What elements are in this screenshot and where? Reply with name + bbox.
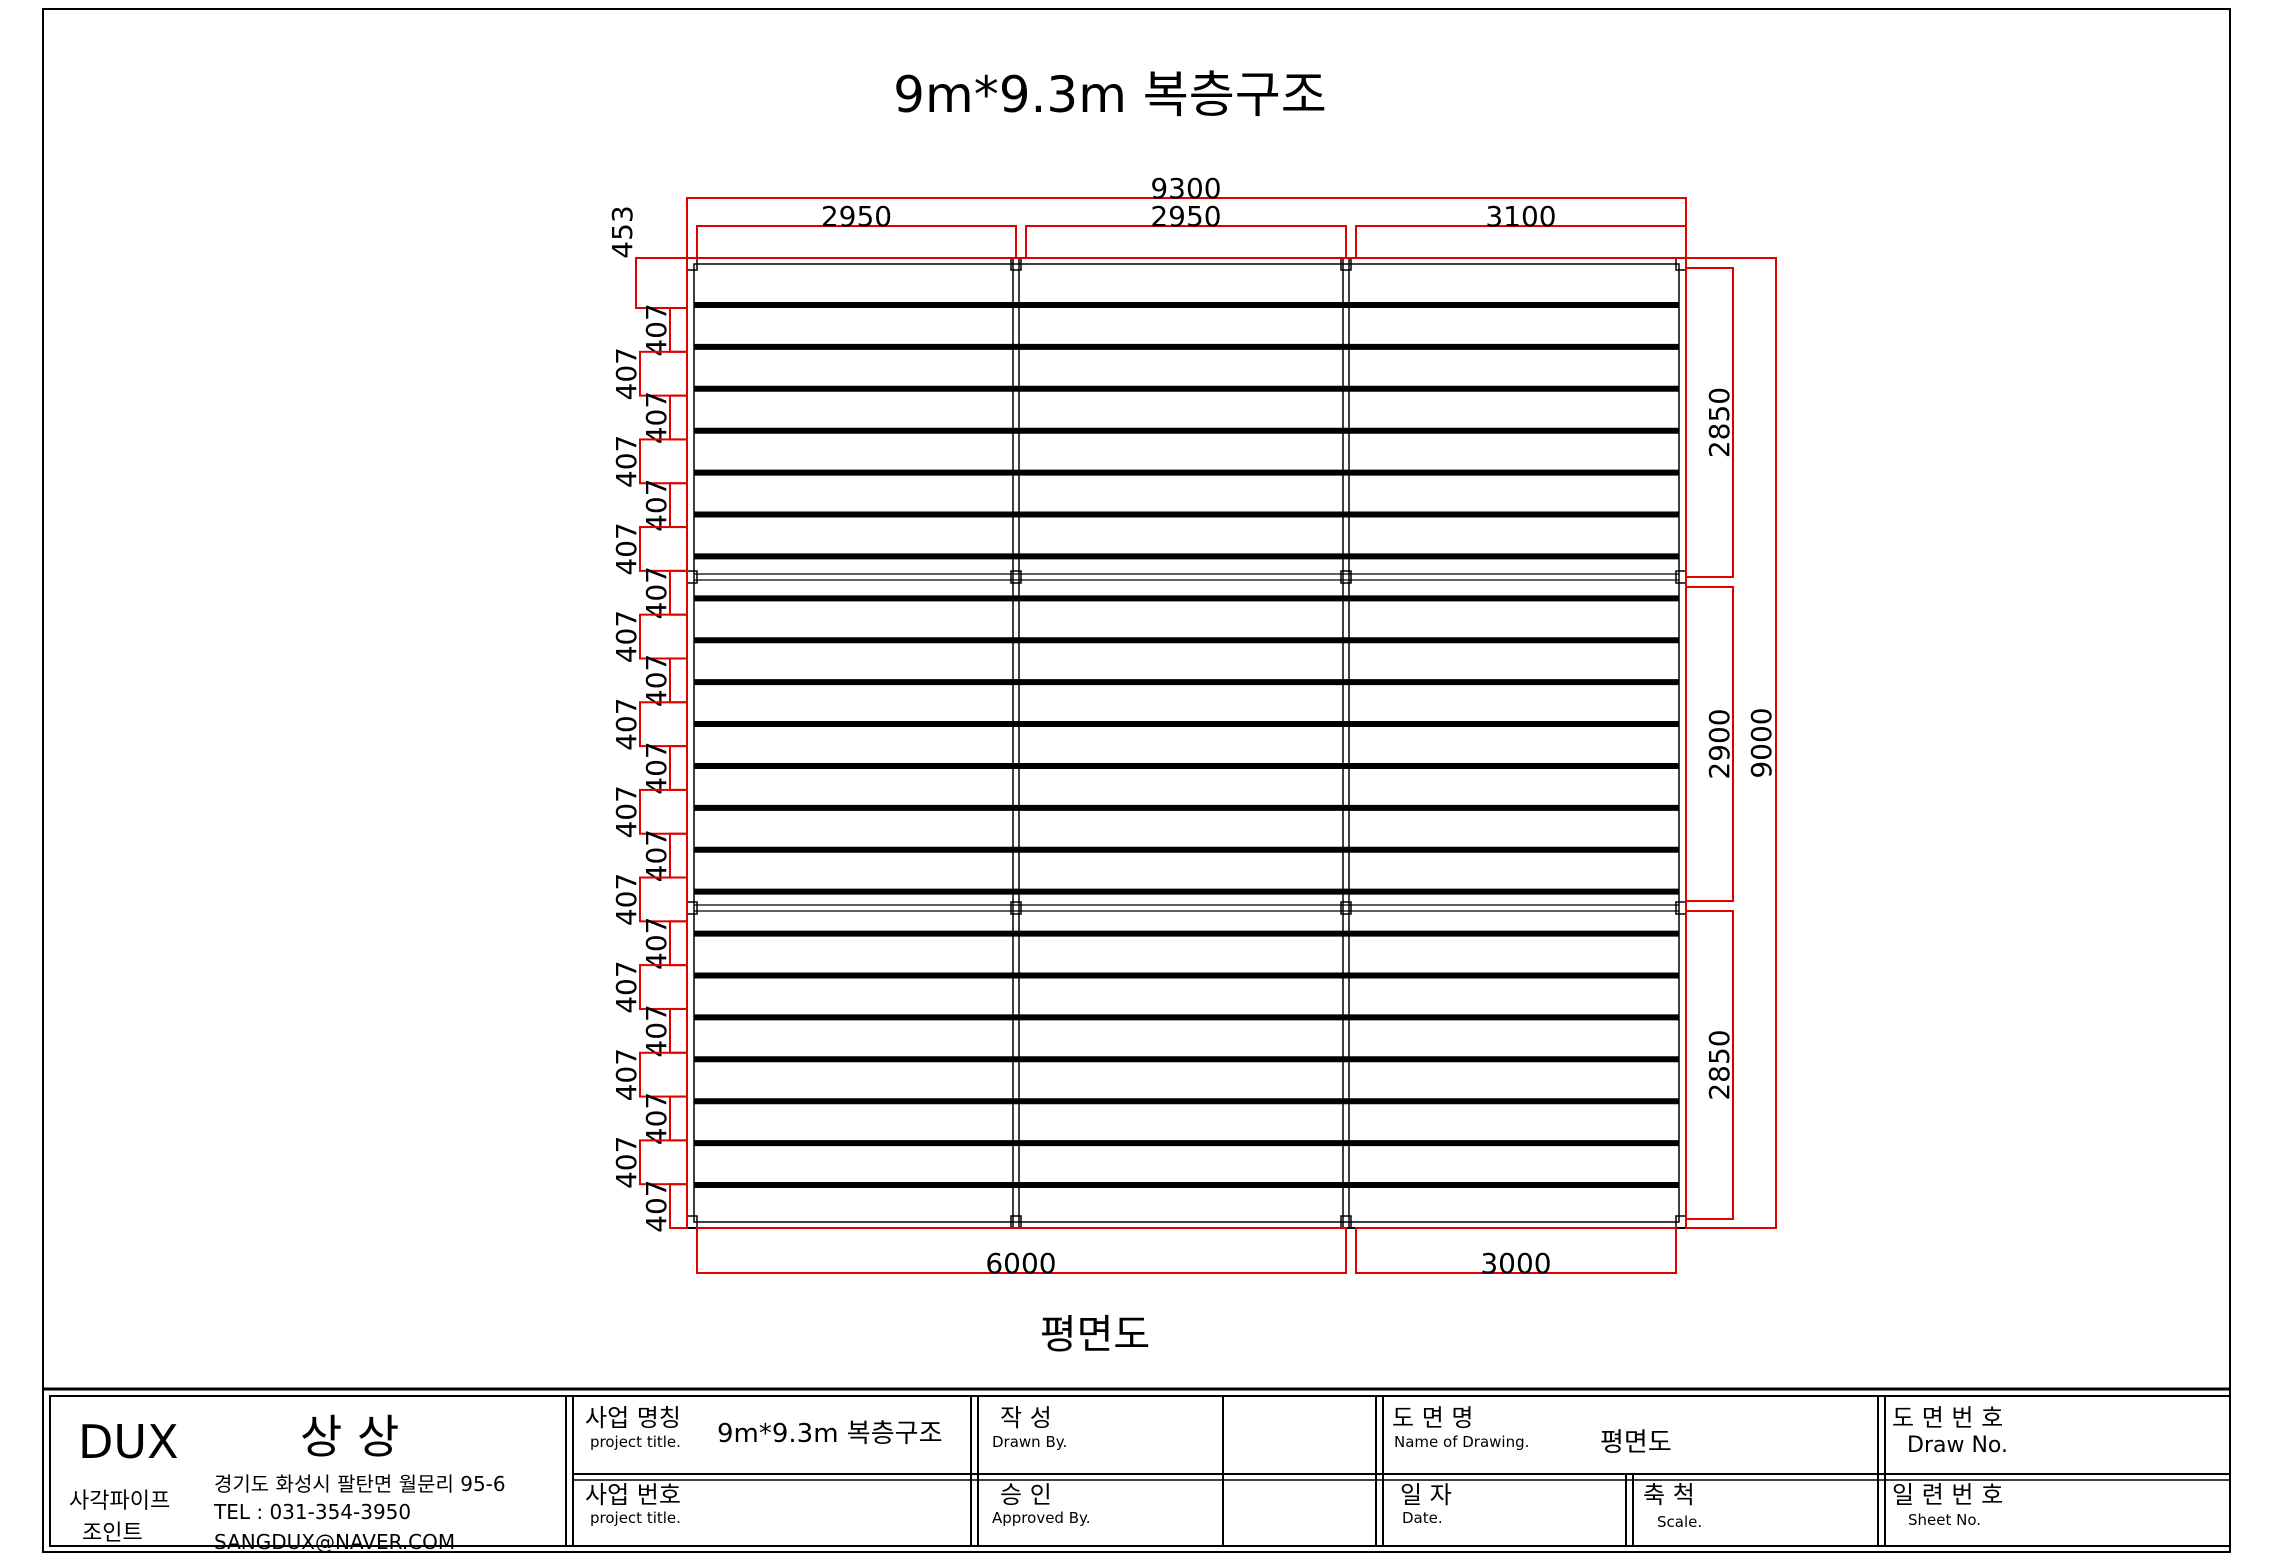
dim-left-first-box [635,257,688,309]
dim-left-spacing-box [639,438,688,485]
post [1675,901,1687,915]
dim-right-span: 2850 [1703,387,1736,458]
dim-bottom-span-box [696,1227,1347,1274]
scale-label-en: Scale. [1657,1513,1702,1531]
sheet-no-label-en: Sheet No. [1908,1511,1981,1529]
dim-left-spacing-box [639,1139,688,1186]
project-no-label-en: project title. [590,1509,681,1527]
dim-top-span: 2950 [1150,200,1221,233]
dim-left-first: 453 [606,205,639,258]
dim-right-total: 9000 [1745,707,1778,778]
dim-left-spacing: 407 [640,1092,673,1145]
approved-by-label-en: Approved By. [992,1509,1091,1527]
company-address: 경기도 화성시 팔탄면 월문리 95-6 [214,1472,506,1496]
company-logo-text: DUX [78,1415,179,1469]
drawing-title: 9m*9.3m 복층구조 [893,66,1327,124]
post [686,570,698,584]
frame-outer [686,257,1687,1229]
dim-left-spacing-box [639,526,688,572]
dim-left-spacing: 407 [610,785,643,838]
dim-left-spacing-box [639,701,688,748]
dim-right-span: 2850 [1703,1029,1736,1100]
dim-right-total-box [1685,257,1777,1229]
drawn-by-label-en: Drawn By. [992,1433,1067,1451]
dim-left-spacing: 407 [640,654,673,707]
product-line-2: 조인트 [82,1521,143,1546]
dim-left-spacing-box [639,788,688,835]
plan-view-label: 평면도 [1040,1312,1150,1358]
dim-left-spacing-box [639,613,688,660]
sheet-border [42,8,2231,1553]
drawn-by-label: 작 성 [1000,1404,1052,1432]
dim-left-spacing: 407 [610,1136,643,1189]
dim-left-spacing-box [639,964,688,1010]
dim-right-span: 2900 [1703,708,1736,779]
company-name-kr: 상 상 [300,1410,399,1464]
dim-left-spacing: 407 [610,960,643,1013]
dim-top-span-box [1025,225,1347,259]
post [1010,901,1022,915]
frame-inner [693,263,1680,1223]
floor-frame [686,257,1687,1229]
date-label: 일 자 [1400,1481,1452,1509]
dim-top-span: 2950 [821,200,892,233]
dim-left-spacing-box [669,1183,688,1229]
dim-left-spacing: 407 [640,478,673,531]
draw-no-label: 도 면 번 호 [1892,1404,2003,1432]
dim-left-spacing: 407 [640,1179,673,1232]
dim-left-spacing: 407 [640,829,673,882]
post [1675,570,1687,584]
dim-left-spacing: 407 [610,1048,643,1101]
project-name-label-en: project title. [590,1433,681,1451]
dim-left-spacing: 407 [640,391,673,444]
dim-left-spacing: 407 [610,697,643,750]
title-block: DUX 상 상 사각파이프 조인트 경기도 화성시 팔탄면 월문리 95-6 T… [43,1387,2231,1554]
dim-bottom-span: 6000 [985,1247,1056,1280]
dim-top-span-box [696,225,1017,259]
dim-bottom-span-box [1355,1227,1677,1274]
dim-top-span-box [1355,225,1687,259]
company-email: SANGDUX@NAVER.COM [214,1530,455,1554]
dim-left-spacing-box [639,350,688,397]
post [686,901,698,915]
dim-left-spacing: 407 [640,303,673,356]
post [1010,570,1022,584]
product-line-1: 사각파이프 [69,1489,170,1514]
scale-label: 축 척 [1643,1481,1695,1509]
post [1340,570,1352,584]
approved-by-label: 승 인 [1000,1481,1052,1509]
project-name-value: 9m*9.3m 복층구조 [717,1419,943,1449]
dim-top-span: 3100 [1485,200,1556,233]
dim-bottom-span: 3000 [1480,1247,1551,1280]
dim-left-spacing: 407 [610,522,643,575]
drawing-name-label-en: Name of Drawing. [1394,1433,1529,1451]
dim-top-total: 9300 [1150,172,1221,205]
date-label-en: Date. [1402,1509,1443,1527]
dim-left-spacing: 407 [640,741,673,794]
drawing-name-value: 평면도 [1600,1428,1672,1458]
dim-left-spacing-box [639,876,688,923]
dim-left-spacing: 407 [640,917,673,970]
dim-left-spacing: 407 [610,347,643,400]
dim-left-spacing-box [639,1051,688,1098]
dim-left-spacing: 407 [640,566,673,619]
dim-left-spacing: 407 [610,435,643,488]
dim-left-spacing: 407 [640,1004,673,1057]
project-no-label: 사업 번호 [585,1481,681,1509]
sheet-no-label: 일 련 번 호 [1892,1481,2003,1509]
drawing-name-label: 도 면 명 [1392,1404,1474,1432]
dim-left-spacing: 407 [610,873,643,926]
company-tel: TEL : 031-354-3950 [213,1500,411,1524]
draw-no-label-en: Draw No. [1907,1433,2008,1458]
dim-left-spacing: 407 [610,610,643,663]
post [1340,901,1352,915]
project-name-label: 사업 명칭 [585,1404,681,1432]
